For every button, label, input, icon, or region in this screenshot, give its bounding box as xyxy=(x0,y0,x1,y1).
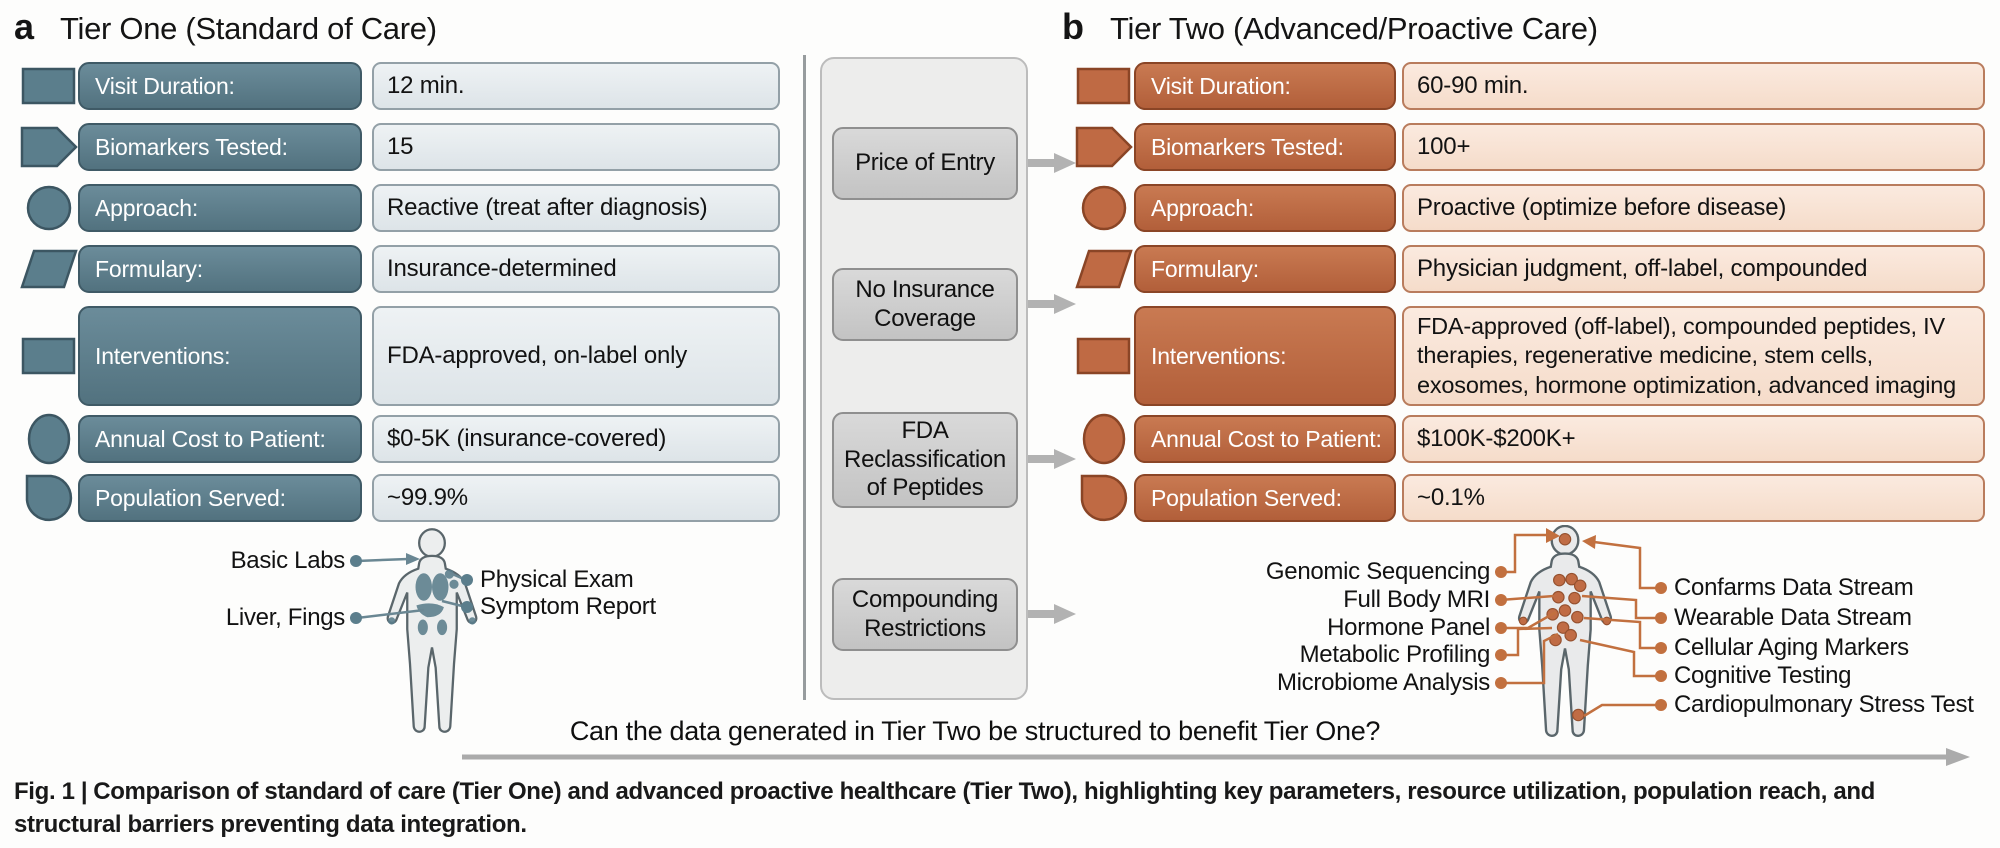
row-label: Population Served: xyxy=(78,474,362,522)
row-label: Formulary: xyxy=(78,245,362,293)
panel-b-title: Tier Two (Advanced/Proactive Care) xyxy=(1110,11,1598,46)
annotation-wearable-data-stream: Wearable Data Stream xyxy=(1674,604,1912,631)
row-label: Visit Duration: xyxy=(78,62,362,110)
barrier-compounding: Compounding Restrictions xyxy=(832,578,1018,651)
panel-a-title: Tier One (Standard of Care) xyxy=(60,11,437,46)
row-label: Approach: xyxy=(78,184,362,232)
arrow-pentagon-icon xyxy=(20,126,78,168)
integration-question: Can the data generated in Tier Two be st… xyxy=(569,716,1381,746)
row-value: FDA-approved (off-label), compounded pep… xyxy=(1402,306,1985,406)
tier1-row-population: Population Served: ~99.9% xyxy=(20,474,785,522)
row-value: Insurance-determined xyxy=(372,245,780,293)
panel-b-tag: b xyxy=(1062,6,1084,47)
barrier-fda-reclassification: FDA Reclassification of Peptides xyxy=(832,412,1018,508)
divider-line xyxy=(803,55,806,700)
annotation-basic-labs: Basic Labs xyxy=(230,547,346,574)
annotation-cardiopulmonary-stress-test: Cardiopulmonary Stress Test xyxy=(1674,691,1974,718)
tier1-row-interventions: Interventions: FDA-approved, on-label on… xyxy=(20,306,785,406)
annotation-microbiome-analysis: Microbiome Analysis xyxy=(1276,669,1490,696)
row-value: Physician judgment, off-label, compounde… xyxy=(1402,245,1985,293)
teardrop-icon xyxy=(1080,474,1128,522)
rectangle-icon xyxy=(1076,67,1131,105)
row-value: 15 xyxy=(372,123,780,171)
row-label: Interventions: xyxy=(78,306,362,406)
tier2-row-approach: Approach: Proactive (optimize before dis… xyxy=(1075,184,1990,232)
annotation-cognitive-testing: Cognitive Testing xyxy=(1674,662,1852,689)
row-value: $100K-$200K+ xyxy=(1402,415,1985,463)
parallelogram-icon xyxy=(1075,249,1133,289)
rectangle-icon xyxy=(21,67,76,105)
ellipse-icon xyxy=(27,413,71,465)
parallelogram-icon xyxy=(20,249,78,289)
tier2-row-interventions: Interventions: FDA-approved (off-label),… xyxy=(1075,306,1990,406)
annotation-genomic-sequencing: Genomic Sequencing xyxy=(1265,558,1490,585)
ellipse-icon xyxy=(1082,413,1126,465)
row-value: ~99.9% xyxy=(372,474,780,522)
tier2-row-biomarkers: Biomarkers Tested: 100+ xyxy=(1075,123,1990,171)
row-label: Formulary: xyxy=(1134,245,1396,293)
row-label: Population Served: xyxy=(1134,474,1396,522)
tier2-row-population: Population Served: ~0.1% xyxy=(1075,474,1990,522)
figure-caption-label: Fig. 1 | xyxy=(14,778,88,805)
tier1-row-biomarkers: Biomarkers Tested: 15 xyxy=(20,123,785,171)
rectangle-icon xyxy=(1076,337,1131,375)
row-value: Proactive (optimize before disease) xyxy=(1402,184,1985,232)
arrow-pentagon-icon xyxy=(1075,126,1133,168)
row-label: Approach: xyxy=(1134,184,1396,232)
barrier-no-insurance: No Insurance Coverage xyxy=(832,268,1018,341)
rectangle-icon xyxy=(21,337,76,375)
annotation-symptom-report: Symptom Report xyxy=(480,593,656,620)
figure-caption: Fig. 1 |Comparison of standard of care (… xyxy=(14,775,1986,841)
row-value: FDA-approved, on-label only xyxy=(372,306,780,406)
panel-b-header: b Tier Two (Advanced/Proactive Care) xyxy=(1062,6,1598,48)
row-value: 60-90 min. xyxy=(1402,62,1985,110)
tier1-row-visit-duration: Visit Duration: 12 min. xyxy=(20,62,785,110)
row-value: $0-5K (insurance-covered) xyxy=(372,415,780,463)
barrier-arrow-heads xyxy=(1054,153,1076,624)
circle-icon xyxy=(1081,185,1127,231)
row-value: Reactive (treat after diagnosis) xyxy=(372,184,780,232)
row-value: 100+ xyxy=(1402,123,1985,171)
tier2-row-visit-duration: Visit Duration: 60-90 min. xyxy=(1075,62,1990,110)
tier2-row-annual-cost: Annual Cost to Patient: $100K-$200K+ xyxy=(1075,413,1990,465)
row-label: Annual Cost to Patient: xyxy=(1134,415,1396,463)
row-label: Visit Duration: xyxy=(1134,62,1396,110)
row-label: Biomarkers Tested: xyxy=(1134,123,1396,171)
panel-a-header: a Tier One (Standard of Care) xyxy=(14,6,437,48)
annotation-metabolic-profiling: Metabolic Profiling xyxy=(1299,641,1491,668)
row-value: ~0.1% xyxy=(1402,474,1985,522)
annotation-liver-fings: Liver, Fings xyxy=(225,604,345,631)
tier1-row-annual-cost: Annual Cost to Patient: $0-5K (insurance… xyxy=(20,413,785,465)
barrier-price-of-entry: Price of Entry xyxy=(832,127,1018,200)
teardrop-icon xyxy=(25,474,73,522)
annotation-full-body-mri: Full Body MRI xyxy=(1343,586,1490,613)
tier1-row-formulary: Formulary: Insurance-determined xyxy=(20,245,785,293)
row-label: Interventions: xyxy=(1134,306,1396,406)
organs-illustration xyxy=(388,569,476,636)
row-label: Biomarkers Tested: xyxy=(78,123,362,171)
annotation-physical-exam: Physical Exam xyxy=(480,566,634,593)
tier1-row-approach: Approach: Reactive (treat after diagnosi… xyxy=(20,184,785,232)
tier-two-to-tier-one-arrow xyxy=(462,748,1970,766)
circle-icon xyxy=(26,185,72,231)
annotation-cellular-aging-markers: Cellular Aging Markers xyxy=(1674,634,1909,661)
row-value: 12 min. xyxy=(372,62,780,110)
row-label: Annual Cost to Patient: xyxy=(78,415,362,463)
annotation-confarms-data-stream: Confarms Data Stream xyxy=(1674,574,1914,601)
annotation-hormone-panel: Hormone Panel xyxy=(1327,614,1490,641)
panel-a-tag: a xyxy=(14,6,35,47)
figure-caption-text: Comparison of standard of care (Tier One… xyxy=(14,778,1875,839)
tier2-row-formulary: Formulary: Physician judgment, off-label… xyxy=(1075,245,1990,293)
